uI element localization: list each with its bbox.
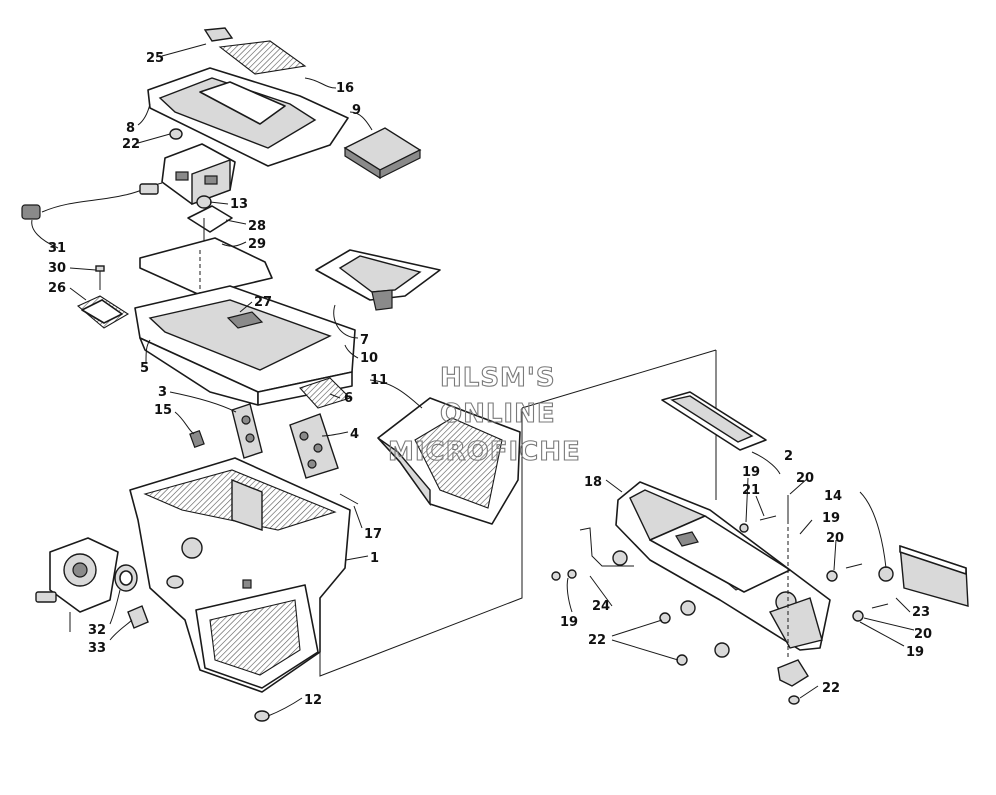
callout-20-c: 20 [914, 627, 932, 642]
callout-14: 14 [824, 489, 842, 504]
part-13-knob [196, 195, 212, 209]
part-16-screen [218, 40, 307, 75]
part-9-filter [343, 127, 422, 180]
callout-13: 13 [230, 197, 248, 212]
part-27-slot [226, 311, 264, 329]
callout-11: 11 [370, 373, 388, 388]
callout-32: 32 [88, 623, 106, 638]
callout-29: 29 [248, 237, 266, 252]
part-11-shell [377, 397, 521, 525]
callout-25: 25 [146, 51, 164, 66]
part-1-airbox [129, 457, 351, 693]
callout-22-top: 22 [122, 137, 140, 152]
callout-1: 1 [370, 551, 379, 566]
callout-12: 12 [304, 693, 322, 708]
callout-16: 16 [336, 81, 354, 96]
callout-20-b: 20 [826, 531, 844, 546]
callout-19-b: 19 [822, 511, 840, 526]
part-31-harness [21, 182, 163, 220]
part-2-plate [661, 391, 767, 451]
washers [551, 523, 894, 666]
callout-4: 4 [350, 427, 359, 442]
part-4-gasket [289, 413, 339, 479]
callout-10: 10 [360, 351, 378, 366]
callout-15: 15 [154, 403, 172, 418]
part-33-clip [127, 605, 149, 629]
callout-26: 26 [48, 281, 66, 296]
part-24-rod [579, 527, 634, 567]
part-7-boot [315, 249, 441, 311]
callout-18: 18 [584, 475, 602, 490]
part-22-grommet-top [169, 128, 183, 140]
part-23-pad [899, 544, 969, 607]
assembly-bracket-lines [319, 349, 717, 677]
watermark: HLSM'S ONLINE MICROFICHE [387, 362, 581, 467]
callout-2: 2 [784, 449, 793, 464]
watermark-line-3: MICROFICHE [388, 437, 581, 467]
part-15-screw [189, 429, 205, 449]
callout-7: 7 [360, 333, 369, 348]
part-22-knob [777, 659, 809, 705]
part-32-ring [114, 564, 138, 592]
callout-5: 5 [140, 361, 149, 376]
callout-17: 17 [364, 527, 382, 542]
callout-22-mid: 22 [588, 633, 606, 648]
callout-31: 31 [48, 241, 66, 256]
part-5-tray [134, 285, 356, 406]
callout-23: 23 [912, 605, 930, 620]
callout-3: 3 [158, 385, 167, 400]
part-12-plug [254, 710, 270, 722]
callout-33: 33 [88, 641, 106, 656]
callout-19-d: 19 [906, 645, 924, 660]
part-30-screw [95, 265, 105, 290]
callout-27: 27 [254, 295, 272, 310]
leader-lines [31, 43, 915, 717]
callout-19-a: 19 [742, 465, 760, 480]
callout-19-c: 19 [560, 615, 578, 630]
callout-labels: 25 16 9 8 22 13 28 29 31 30 26 27 7 10 5… [48, 51, 932, 708]
callout-9: 9 [352, 103, 361, 118]
watermark-line-2: ONLINE [440, 399, 556, 429]
carburetor [35, 537, 119, 632]
part-17-bolt [339, 493, 359, 505]
part-8-lid [147, 67, 349, 167]
watermark-line-1: HLSM'S [440, 363, 556, 393]
callout-21: 21 [742, 483, 760, 498]
bolts [759, 495, 889, 660]
part-3-gasket [231, 403, 263, 459]
callout-8: 8 [126, 121, 135, 136]
part-26-grille [76, 295, 130, 329]
callout-30: 30 [48, 261, 66, 276]
callout-6: 6 [344, 391, 353, 406]
callout-28: 28 [248, 219, 266, 234]
part-25-plate [203, 27, 234, 42]
part-18-console [615, 481, 831, 651]
part-6-plate [299, 377, 352, 409]
control-box [161, 143, 236, 206]
callout-24: 24 [592, 599, 610, 614]
callout-22-bottom: 22 [822, 681, 840, 696]
callout-20-a: 20 [796, 471, 814, 486]
